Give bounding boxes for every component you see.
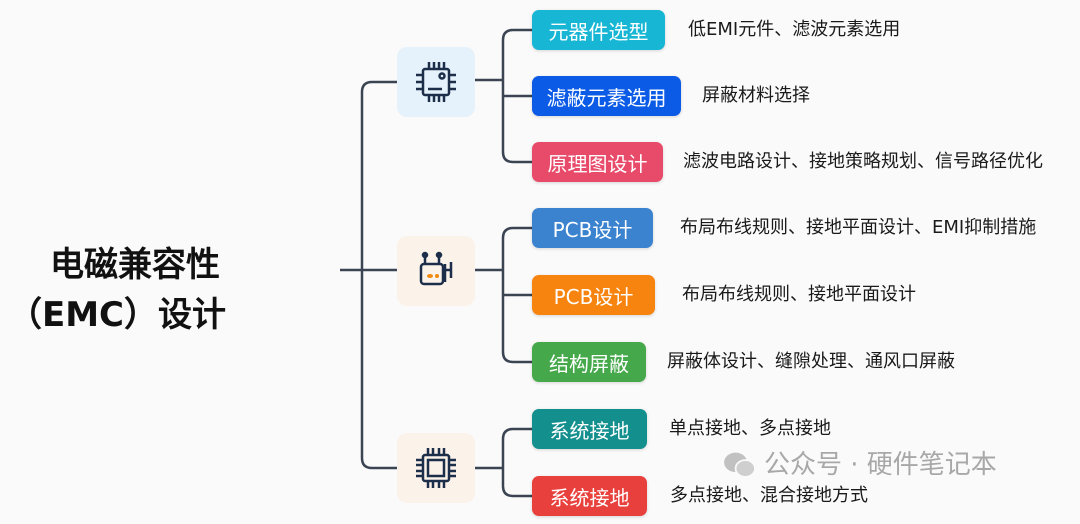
title-line-2: （EMC）设计 bbox=[8, 295, 227, 335]
watermark: 公众号 · 硬件笔记本 bbox=[722, 450, 997, 480]
watermark-text: 公众号 · 硬件笔记本 bbox=[764, 450, 997, 480]
topic-description: 布局布线规则、接地平面设计 bbox=[682, 284, 916, 305]
topic-description: 多点接地、混合接地方式 bbox=[670, 485, 868, 506]
topic-description: 低EMI元件、滤波元素选用 bbox=[688, 19, 901, 40]
topic-node[interactable]: PCB设计 bbox=[532, 208, 653, 248]
wechat-icon bbox=[724, 452, 756, 478]
title-line-1: 电磁兼容性 bbox=[50, 245, 220, 285]
topic-node[interactable]: PCB设计 bbox=[532, 275, 655, 315]
topic-description: 单点接地、多点接地 bbox=[669, 418, 831, 439]
central-topic: 电磁兼容性 （EMC）设计 bbox=[8, 240, 226, 340]
topic-node[interactable]: 结构屏蔽 bbox=[532, 342, 646, 382]
chip-icon bbox=[397, 47, 475, 117]
topic-node[interactable]: 系统接地 bbox=[532, 409, 647, 449]
topic-node[interactable]: 滤蔽元素选用 bbox=[532, 76, 681, 116]
topic-node[interactable]: 系统接地 bbox=[532, 476, 647, 516]
device-icon bbox=[397, 236, 475, 306]
topic-description: 屏蔽体设计、缝隙处理、通风口屏蔽 bbox=[667, 351, 955, 372]
topic-description: 滤波电路设计、接地策略规划、信号路径优化 bbox=[683, 151, 1043, 172]
topic-node[interactable]: 原理图设计 bbox=[532, 142, 663, 182]
topic-node[interactable]: 元器件选型 bbox=[532, 10, 665, 50]
topic-description: 屏蔽材料选择 bbox=[702, 85, 810, 106]
processor-icon bbox=[397, 433, 475, 503]
topic-description: 布局布线规则、接地平面设计、EMI抑制措施 bbox=[680, 217, 1037, 238]
